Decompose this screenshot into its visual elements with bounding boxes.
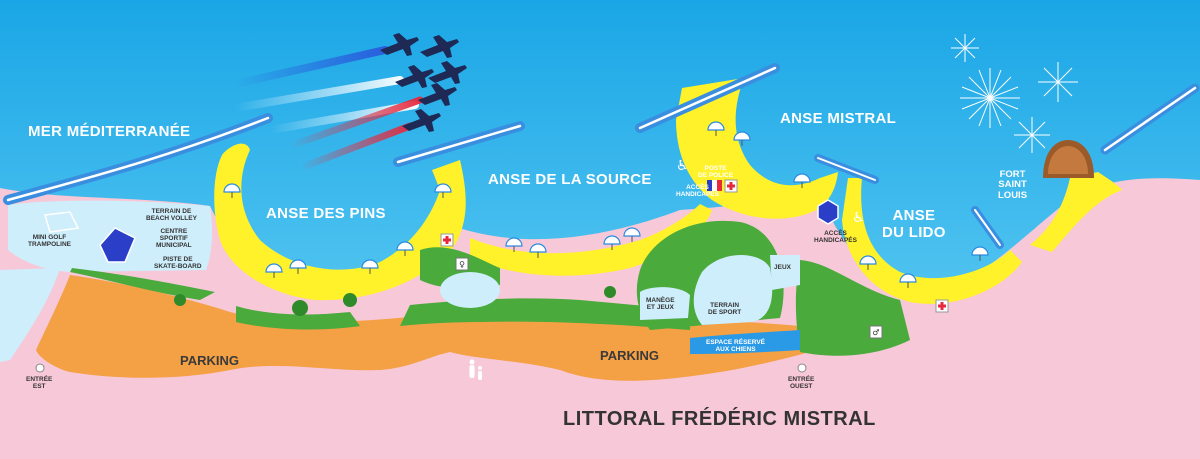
entrance-marker-east (35, 363, 45, 373)
sport-field-area (693, 254, 773, 325)
fort-label-line1: FORT (999, 169, 1026, 180)
sport-center-label: CENTRE SPORTIF MUNICIPAL (156, 228, 192, 249)
sport-field-label: TERRAIN DE SPORT (708, 302, 741, 316)
building (99, 227, 136, 263)
svg-text:♂: ♂ (872, 328, 879, 337)
sea-label: MER MÉDITERRANÉE (28, 123, 191, 140)
fort-label-line2: SAINT (998, 179, 1027, 191)
skate-label-line1: PISTE DE (162, 256, 193, 263)
svg-text:♿: ♿ (676, 158, 689, 174)
police-label-line1: POSTE (704, 165, 727, 172)
beach-volley-label: TERRAIN DE BEACH VOLLEY (146, 208, 197, 222)
jetties (3, 63, 1200, 249)
mini-golf-label: MINI GOLF TRAMPOLINE (28, 234, 71, 248)
entrance-marker-west (797, 363, 807, 373)
svg-text:♿: ♿ (852, 210, 865, 226)
lido-building (817, 199, 839, 225)
accessibility-icon: ♿ (852, 210, 865, 226)
bay-label-mistral: ANSE MISTRAL (780, 110, 897, 127)
family-icon (469, 359, 482, 380)
entrance-east-label: ENTRÉE EST (26, 376, 52, 390)
first-aid-icon (935, 299, 949, 313)
building (44, 211, 80, 233)
bay-label-lido-line2: DU LIDO (882, 223, 946, 241)
bay-label-source: ANSE DE LA SOURCE (488, 171, 652, 188)
bay-label-pins: ANSE DES PINS (266, 205, 386, 222)
dogs-area-label-line1: ESPACE RÉSERVÉ (706, 339, 766, 346)
tree (292, 300, 308, 316)
mini-golf-label-line2: TRAMPOLINE (28, 241, 71, 249)
jeux-area (770, 255, 800, 290)
entrance-east-label-line1: ENTRÉE (26, 376, 53, 383)
manege-area (640, 287, 690, 320)
dogs-area-label: ESPACE RÉSERVÉ AUX CHIENS (706, 339, 765, 353)
mini-golf-label-line1: MINI GOLF (32, 234, 67, 241)
access-lido-label-line1: ACCÈS (824, 230, 847, 237)
toilets-icon: ♂ (869, 325, 883, 339)
beach-volley-label-line2: BEACH VOLLEY (146, 215, 197, 223)
access-lido-label: ACCÈS HANDICAPÉS (814, 230, 857, 244)
beach-volley-label-line1: TERRAIN DE (151, 208, 192, 215)
first-aid-icon (724, 179, 738, 193)
beach-pins (214, 143, 466, 301)
manege-label-line1: MANÈGE (646, 297, 675, 304)
jeux-label: JEUX (774, 264, 791, 271)
sport-field-label-line2: DE SPORT (708, 309, 742, 317)
police-label: POSTE DE POLICE (698, 165, 733, 179)
beach-lido (842, 178, 1022, 304)
entrance-west-label: ENTRÉE OUEST (788, 376, 814, 390)
parasols (223, 121, 989, 288)
parking-label-right: PARKING (600, 348, 659, 363)
pond (440, 272, 500, 308)
green-strip-1 (70, 268, 215, 300)
fort-label: FORT SAINT LOUIS (998, 169, 1028, 201)
fireworks (951, 34, 1078, 153)
dogs-area-label-line2: AUX CHIENS (715, 346, 756, 354)
entrance-west-label-line2: OUEST (789, 383, 813, 391)
sport-center-label-line3: MUNICIPAL (156, 242, 192, 250)
bay-label-lido: ANSE DU LIDO (882, 207, 946, 241)
parking-label-left: PARKING (180, 353, 239, 368)
skate-label: PISTE DE SKATE-BOARD (154, 256, 202, 270)
police-label-line2: DE POLICE (698, 172, 734, 180)
smoke-trails (231, 46, 424, 172)
sport-center-label-line1: CENTRE (160, 228, 188, 235)
tree (174, 294, 186, 306)
sport-center-label-line2: SPORTIF (159, 235, 188, 243)
dogs-area (690, 330, 800, 354)
green-strip-2 (236, 306, 360, 330)
access-source-label: ACCÈS HANDICAPÉS (676, 184, 719, 198)
fort-label-line3: LOUIS (998, 189, 1028, 201)
manege-label: MANÈGE ET JEUX (646, 297, 675, 311)
shore-title: LITTORAL FRÉDÉRIC MISTRAL (563, 408, 876, 430)
entrance-east-label-line2: EST (32, 383, 46, 391)
entrance-west-label-line1: ENTRÉE (788, 376, 815, 383)
parking-area (36, 275, 810, 381)
manege-label-line2: ET JEUX (646, 304, 674, 312)
access-lido-label-line2: HANDICAPÉS (814, 237, 857, 245)
police-flag-icon (707, 180, 722, 191)
tree (343, 293, 357, 307)
sport-field-label-line1: TERRAIN (710, 302, 740, 309)
first-aid-icon (440, 233, 454, 247)
access-source-label-line2: HANDICAPÉS (676, 191, 719, 199)
beach-fort (1030, 172, 1122, 252)
tree (604, 286, 616, 298)
bay-label-lido-line1: ANSE (892, 207, 936, 224)
accessibility-icon: ♿ (676, 158, 689, 174)
skate-label-line2: SKATE-BOARD (154, 263, 202, 271)
toilets-icon: ♀ (455, 257, 469, 271)
left-shore-area (0, 268, 60, 362)
svg-text:♀: ♀ (459, 260, 465, 269)
access-source-label-line1: ACCÈS (686, 184, 709, 191)
jets (380, 33, 467, 132)
